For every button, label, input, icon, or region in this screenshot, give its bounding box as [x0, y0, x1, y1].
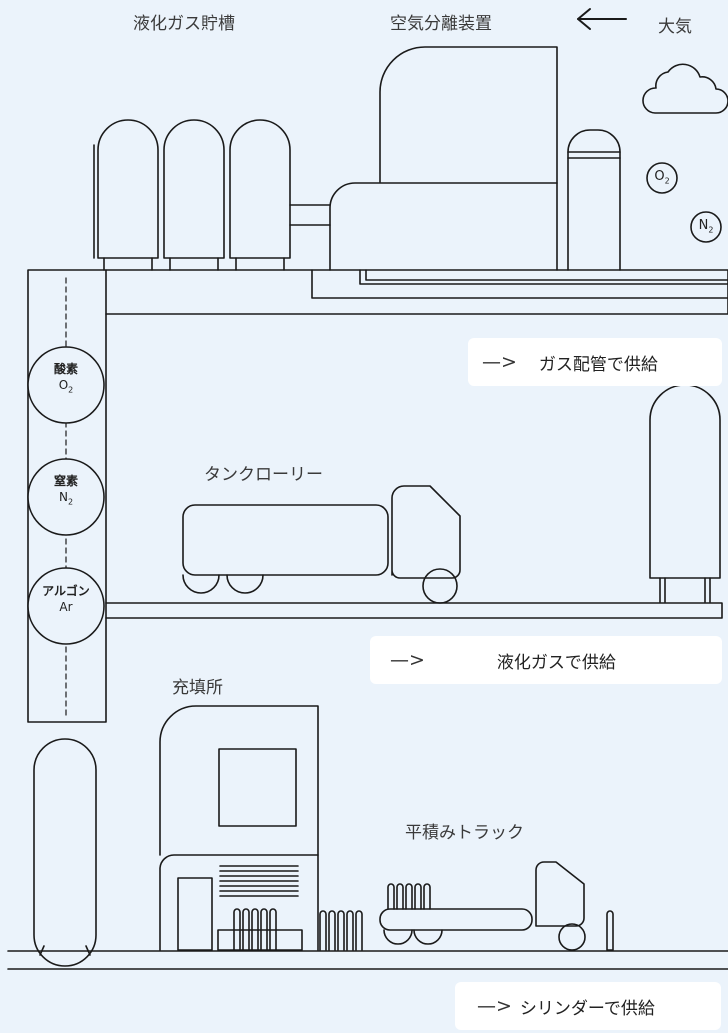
oxygen-formula: O2	[58, 378, 74, 395]
oxygen-label: 酸素 O2	[28, 360, 104, 394]
liquid-supply-text: 液化ガスで供給	[496, 652, 616, 673]
cylinders-outside	[319, 910, 363, 951]
customer-liquid-tank	[649, 384, 721, 603]
nitrogen-circle	[27, 458, 105, 536]
nitrogen-molecule-circle	[690, 211, 722, 243]
oxygen-molecule-label: O2	[654, 169, 670, 186]
storage-tank-3	[229, 119, 291, 271]
argon-formula: Ar	[59, 600, 73, 614]
flatbed-truck-label: 平積みトラック	[405, 823, 524, 843]
middle-ground-plate	[105, 602, 723, 619]
oxygen-name: 酸素	[53, 362, 78, 376]
nitrogen-label: 窒素 N2	[28, 472, 104, 506]
pipeline-supply-text: ガス配管で供給	[538, 354, 658, 375]
single-cylinder	[606, 910, 614, 951]
bottom-left-tank	[33, 738, 97, 967]
filling-station-building	[159, 705, 319, 951]
cylinders-in-station	[233, 908, 277, 951]
flatbed-truck	[379, 861, 586, 951]
oxygen-circle	[27, 346, 105, 424]
pipeline-supply-box: —> ガス配管で供給	[468, 338, 722, 386]
atmosphere-label: 大気	[658, 17, 692, 37]
tank-lorry	[182, 485, 461, 604]
air-separation-unit	[329, 46, 621, 271]
cylinder-arrow: —>	[477, 995, 512, 1017]
nitrogen-formula: N2	[58, 490, 74, 507]
separator-output-pipes	[311, 269, 728, 299]
pipeline-arrow: —>	[482, 351, 517, 373]
filling-station-label: 充填所	[172, 678, 223, 698]
liquid-supply-box: —> 液化ガスで供給	[370, 636, 722, 684]
cylinder-supply-text: シリンダーで供給	[519, 998, 655, 1019]
nitrogen-name: 窒素	[53, 474, 78, 488]
atmosphere-arrow	[577, 8, 627, 30]
argon-label: アルゴン Ar	[28, 582, 104, 616]
storage-tank-2	[163, 119, 225, 271]
cloud-icon	[642, 63, 728, 114]
oxygen-molecule-circle	[646, 162, 678, 194]
top-ground-plate	[105, 269, 728, 315]
tank-to-separator-pipe	[289, 204, 331, 226]
liquid-arrow: —>	[390, 649, 425, 671]
storage-tank-1	[93, 119, 159, 271]
cylinder-supply-box: —> シリンダーで供給	[455, 982, 721, 1030]
argon-circle	[27, 567, 105, 645]
tank-lorry-label: タンクローリー	[204, 465, 323, 485]
air-separation-unit-label: 空気分離装置	[390, 14, 492, 34]
argon-name: アルゴン	[42, 584, 90, 598]
nitrogen-molecule-label: N2	[698, 218, 714, 235]
liquid-gas-storage-label: 液化ガス貯槽	[133, 14, 235, 34]
